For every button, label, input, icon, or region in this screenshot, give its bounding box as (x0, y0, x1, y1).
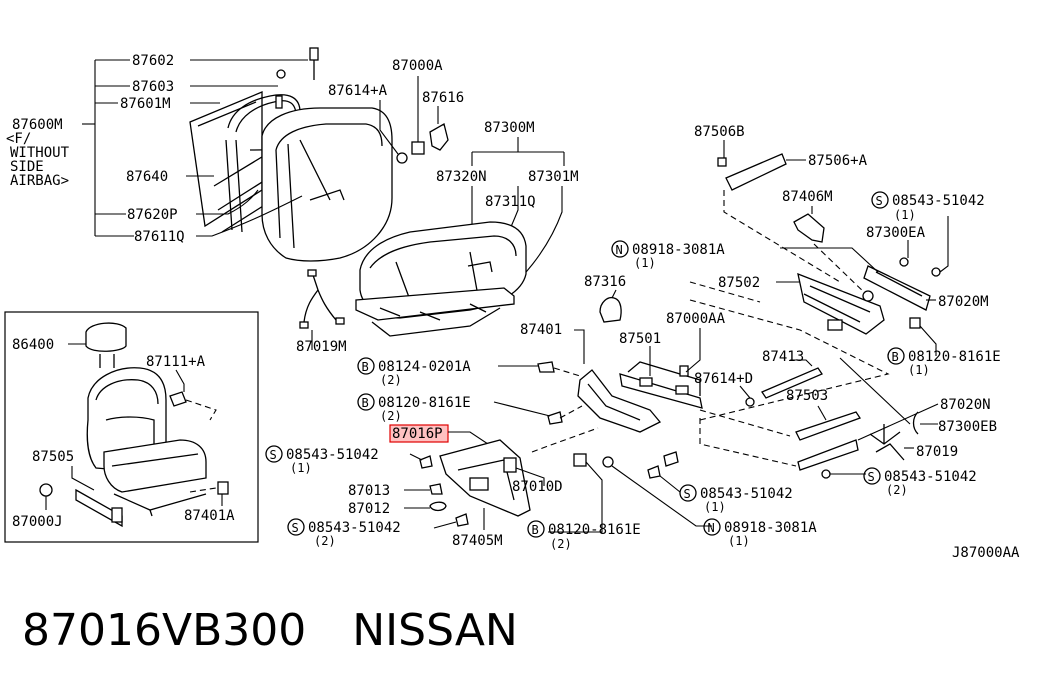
symbol-b-3: B (362, 396, 369, 410)
label-87000J: 87000J (12, 514, 63, 530)
label-87616: 87616 (422, 90, 464, 106)
right-upper-assembly (689, 140, 949, 421)
seat-cushion-assembly (355, 137, 565, 337)
label-08124: 08124-0201A (378, 359, 471, 375)
label-87016P: 87016P (392, 426, 443, 442)
label-87614D: 87614+D (694, 371, 753, 387)
label-87019: 87019 (916, 444, 958, 460)
label-87300M: 87300M (484, 120, 535, 136)
label-87012: 87012 (348, 501, 390, 517)
label-87405M: 87405M (452, 533, 503, 549)
label-87020M: 87020M (938, 294, 989, 310)
footer: 87016VB300 NISSAN (22, 600, 518, 660)
label-87300EB: 87300EB (938, 419, 997, 435)
label-87301M: 87301M (528, 169, 579, 185)
label-87601M: 87601M (120, 96, 171, 112)
label-87503: 87503 (786, 388, 828, 404)
label-87311Q: 87311Q (485, 194, 536, 210)
label-87620P: 87620P (127, 207, 178, 223)
seatback-callouts (82, 59, 439, 350)
highlight-87016P (389, 424, 449, 443)
qty-08543-5: (2) (886, 483, 908, 497)
label-87013: 87013 (348, 483, 390, 499)
label-08120-2: 08120-8161E (378, 395, 471, 411)
label-08543-4: 08543-51042 (700, 486, 793, 502)
symbol-n-2: N (708, 521, 715, 535)
label-87019M: 87019M (296, 339, 347, 355)
part-labels: 87602 87603 87601M 87600M <F/ WITHOUT SI… (6, 53, 1020, 561)
label-87603: 87603 (132, 79, 174, 95)
label-87401: 87401 (520, 322, 562, 338)
label-87600M: 87600M (12, 117, 63, 133)
qty-08918-2: (1) (728, 534, 750, 548)
label-87111A: 87111+A (146, 354, 206, 370)
qty-08543-4: (1) (704, 500, 726, 514)
brand-name: NISSAN (352, 604, 518, 656)
qty-08124: (2) (380, 373, 402, 387)
part-number: 87016VB300 (22, 604, 307, 656)
seat-parts-diagram: 87602 87603 87601M 87600M <F/ WITHOUT SI… (4, 47, 1020, 561)
label-08918-1: 08918-3081A (632, 242, 725, 258)
label-08543-5: 08543-51042 (884, 469, 977, 485)
circled-symbols: S N B B B S S B S N S (265, 191, 905, 538)
label-08120-3: 08120-8161E (548, 522, 641, 538)
qty-08543-3: (2) (314, 534, 336, 548)
symbol-b-1: B (892, 350, 899, 364)
label-08543-2: 08543-51042 (286, 447, 379, 463)
note-without-1: <F/ (6, 131, 31, 147)
symbol-b-2: B (362, 360, 369, 374)
label-87502: 87502 (718, 275, 760, 291)
label-08543-3: 08543-51042 (308, 520, 401, 536)
slide-rail-assembly (574, 289, 939, 479)
label-87010D: 87010D (512, 479, 563, 495)
label-87611Q: 87611Q (134, 229, 185, 245)
label-87020N: 87020N (940, 397, 991, 413)
label-87506A: 87506+A (808, 153, 868, 169)
note-without-2: WITHOUT (10, 145, 70, 161)
label-87406M: 87406M (782, 189, 833, 205)
label-87501: 87501 (619, 331, 661, 347)
label-87300EA: 87300EA (866, 225, 926, 241)
lower-bracket-assembly (389, 361, 712, 533)
label-87000A: 87000A (392, 58, 443, 74)
symbol-n-1: N (616, 243, 623, 257)
symbol-s-4: S (684, 487, 691, 501)
qty-08120-2: (2) (380, 409, 402, 423)
label-87602: 87602 (132, 53, 174, 69)
label-87000AA: 87000AA (666, 311, 726, 327)
symbol-b-4: B (532, 523, 539, 537)
label-86400: 86400 (12, 337, 54, 353)
symbol-s-5: S (868, 470, 875, 484)
symbol-s-1: S (876, 194, 883, 208)
label-08120-1: 08120-8161E (908, 349, 1001, 365)
note-without-4: AIRBAG> (10, 173, 69, 189)
qty-08120-3: (2) (550, 537, 572, 551)
qty-08543-1: (1) (894, 208, 916, 222)
reference-code: J87000AA (952, 545, 1020, 561)
qty-08120-1: (1) (908, 363, 930, 377)
label-87640: 87640 (126, 169, 168, 185)
qty-08918-1: (1) (634, 256, 656, 270)
qty-08543-2: (1) (290, 461, 312, 475)
label-87316: 87316 (584, 274, 626, 290)
label-87505: 87505 (32, 449, 74, 465)
label-08918-2: 08918-3081A (724, 520, 817, 536)
label-87614A: 87614+A (328, 83, 388, 99)
label-87506B: 87506B (694, 124, 745, 140)
symbol-s-3: S (292, 521, 299, 535)
seatback-assembly (189, 47, 393, 329)
label-87320N: 87320N (436, 169, 487, 185)
inset-overview (4, 311, 259, 543)
label-87413: 87413 (762, 349, 804, 365)
label-08543-1: 08543-51042 (892, 193, 985, 209)
symbol-s-2: S (270, 448, 277, 462)
note-without-3: SIDE (10, 159, 44, 175)
label-87401A: 87401A (184, 508, 235, 524)
